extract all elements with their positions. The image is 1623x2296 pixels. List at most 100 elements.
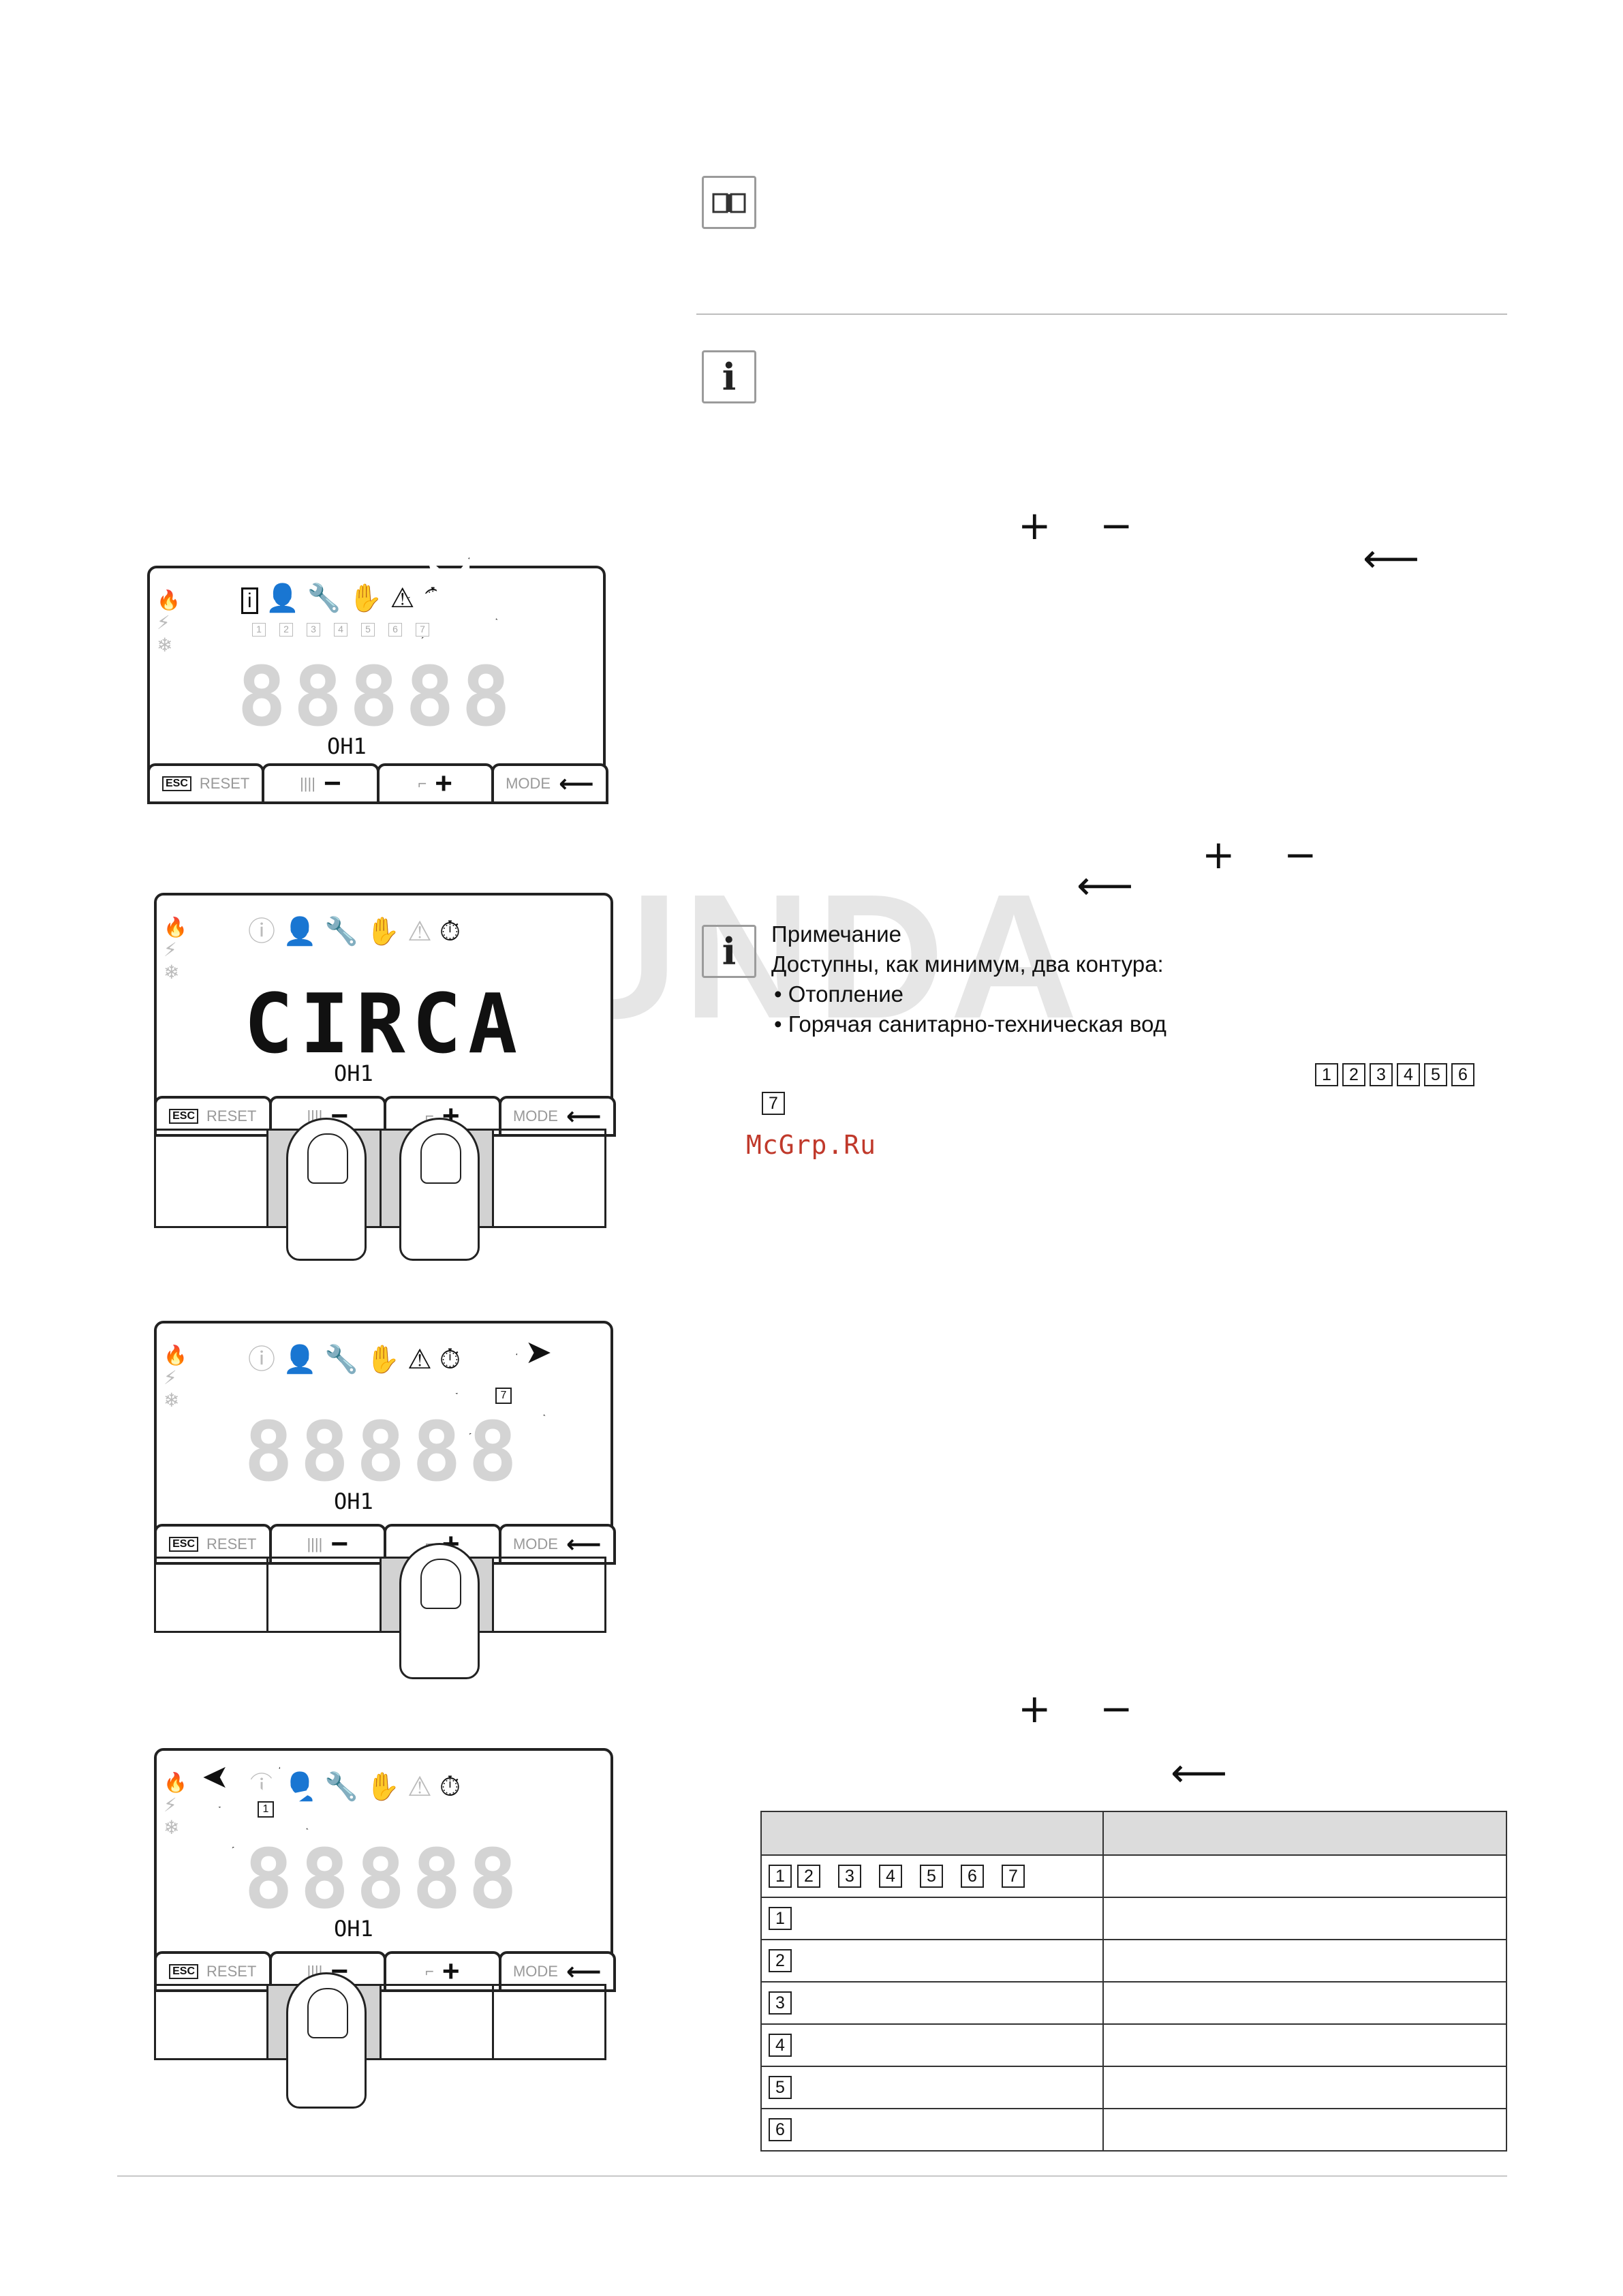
clock-icon: ⏱ bbox=[439, 1772, 461, 1802]
burst-day-square: 7 bbox=[495, 1388, 512, 1404]
day-square: 4 bbox=[879, 1865, 902, 1888]
note-bullet: • Горячая санитарно-техническая вод bbox=[774, 1011, 1166, 1037]
day-square: 1 bbox=[1315, 1063, 1338, 1086]
plus-icon: + bbox=[1202, 831, 1235, 878]
enter-icon: ⟵ bbox=[1077, 862, 1134, 908]
minus-icon: − bbox=[1100, 1685, 1133, 1732]
finger-icon bbox=[399, 1543, 480, 1679]
hand-icon: ✋ bbox=[366, 917, 400, 947]
day-square: 3 bbox=[838, 1865, 861, 1888]
user-icon: 👤 bbox=[265, 583, 300, 613]
day-square: 6 bbox=[769, 2118, 792, 2141]
hand-icon: ✋ bbox=[366, 1345, 400, 1375]
arrow-left-icon: ➤ bbox=[202, 1759, 230, 1795]
book-icon bbox=[702, 176, 756, 229]
left-status-icons: 🔥⚡❄ bbox=[164, 1345, 187, 1411]
finger-icon bbox=[286, 1972, 367, 2109]
warning-icon: ⚠ bbox=[407, 917, 432, 947]
day-square: 2 bbox=[1342, 1063, 1365, 1086]
table-header-cell bbox=[760, 1811, 1104, 1856]
hand-icon: ✋ bbox=[348, 583, 383, 613]
day-square: 4 bbox=[1397, 1063, 1420, 1086]
warning-icon: ⚠ bbox=[407, 1772, 432, 1802]
press-area bbox=[154, 1557, 606, 1633]
arrow-right-icon: ➤ bbox=[525, 1334, 553, 1371]
day-square: 4 bbox=[769, 2034, 792, 2057]
finger-icon bbox=[286, 1118, 367, 1261]
enter-icon: ⟵ bbox=[1363, 535, 1420, 581]
day-square: 6 bbox=[961, 1865, 984, 1888]
day-square: 1 bbox=[769, 1865, 792, 1888]
menu-icons: ⓘ 👤 🔧 ✋ ⚠ ⏱ bbox=[248, 909, 461, 949]
day-square: 3 bbox=[1370, 1063, 1393, 1086]
day-square: 5 bbox=[1424, 1063, 1447, 1086]
day-square: 6 bbox=[1451, 1063, 1474, 1086]
table-row: 3 bbox=[760, 1981, 1507, 2025]
plus-button[interactable]: ⌐+ bbox=[376, 763, 494, 804]
table-header-cell bbox=[1102, 1811, 1507, 1856]
day-number-row: 1 2 3 4 5 6 7 bbox=[252, 623, 429, 637]
table-row: 1 2 3 4 5 6 7 bbox=[760, 1854, 1507, 1898]
segment-subtext: OH1 bbox=[327, 733, 367, 759]
day-square: 5 bbox=[769, 2076, 792, 2099]
segment-display: 88888 bbox=[244, 1405, 525, 1500]
user-icon: 👤 bbox=[283, 1345, 317, 1375]
table-row: 1 bbox=[760, 1897, 1507, 1940]
info-menu-icon: ⓘ bbox=[248, 917, 275, 947]
day-square: 5 bbox=[920, 1865, 943, 1888]
table-row: 4 bbox=[760, 2023, 1507, 2067]
info-icon: i bbox=[702, 350, 756, 403]
segment-display: 88888 bbox=[237, 650, 518, 745]
day-squares-inline: 1 2 3 4 5 6 bbox=[1315, 1063, 1474, 1086]
left-status-icons: 🔥⚡❄ bbox=[164, 1772, 187, 1838]
note-title: Примечание bbox=[771, 921, 902, 947]
minus-icon: − bbox=[1284, 831, 1317, 878]
user-icon: 👤 bbox=[283, 917, 317, 947]
day-number: 2 bbox=[279, 623, 293, 637]
day-number: 7 bbox=[416, 623, 429, 637]
clock-icon: ⏱ bbox=[439, 917, 461, 947]
installer-icon: 🔧 bbox=[324, 1772, 358, 1802]
day-program-table: 1 2 3 4 5 6 7 1 2 3 4 5 6 bbox=[760, 1811, 1507, 2152]
minus-icon: − bbox=[1100, 502, 1133, 549]
segment-subtext: OH1 bbox=[334, 1916, 373, 1942]
table-row: 6 bbox=[760, 2108, 1507, 2152]
press-area bbox=[154, 1129, 606, 1228]
minus-button[interactable]: ||||− bbox=[262, 763, 380, 804]
installer-icon: 🔧 bbox=[324, 1345, 358, 1375]
warning-icon: ⚠ bbox=[407, 1345, 432, 1375]
day-number: 4 bbox=[334, 623, 347, 637]
enter-icon: ⟵ bbox=[1171, 1749, 1228, 1796]
footer-rule bbox=[117, 2175, 1507, 2177]
section-divider bbox=[696, 313, 1507, 315]
day-square: 1 bbox=[769, 1907, 792, 1930]
installer-icon: 🔧 bbox=[307, 583, 341, 613]
day-number: 6 bbox=[388, 623, 402, 637]
segment-display: CIRCA bbox=[244, 977, 525, 1072]
hand-icon: ✋ bbox=[366, 1772, 400, 1802]
day-square: 2 bbox=[797, 1865, 820, 1888]
left-status-icons: 🔥⚡❄ bbox=[164, 917, 187, 983]
note-info-icon: i bbox=[702, 925, 756, 978]
burst-day-square: 1 bbox=[258, 1801, 274, 1818]
segment-display: 88888 bbox=[244, 1833, 525, 1927]
plus-icon: + bbox=[1018, 1685, 1051, 1732]
table-row: 2 bbox=[760, 1939, 1507, 1983]
table-row: 5 bbox=[760, 2066, 1507, 2109]
day-square: 7 bbox=[762, 1092, 785, 1115]
menu-icons: ⓘ 👤 🔧 ✋ ⚠ ⏱ bbox=[248, 1337, 461, 1377]
info-menu-icon: i bbox=[241, 587, 258, 614]
info-menu-icon: ⓘ bbox=[248, 1345, 275, 1375]
boiler-display-1: 🔥⚡❄ i 👤 🔧 ✋ ⚠ ⏱ 1 2 3 4 5 6 7 88888 OH1 … bbox=[147, 566, 608, 804]
clock-icon: ⏱ bbox=[439, 1345, 461, 1375]
mode-enter-button[interactable]: MODE⟵ bbox=[491, 763, 608, 804]
day-square: 2 bbox=[769, 1949, 792, 1972]
day-number: 3 bbox=[307, 623, 320, 637]
note-body: Доступны, как минимум, два контура: bbox=[771, 951, 1164, 977]
segment-subtext: OH1 bbox=[334, 1060, 373, 1086]
